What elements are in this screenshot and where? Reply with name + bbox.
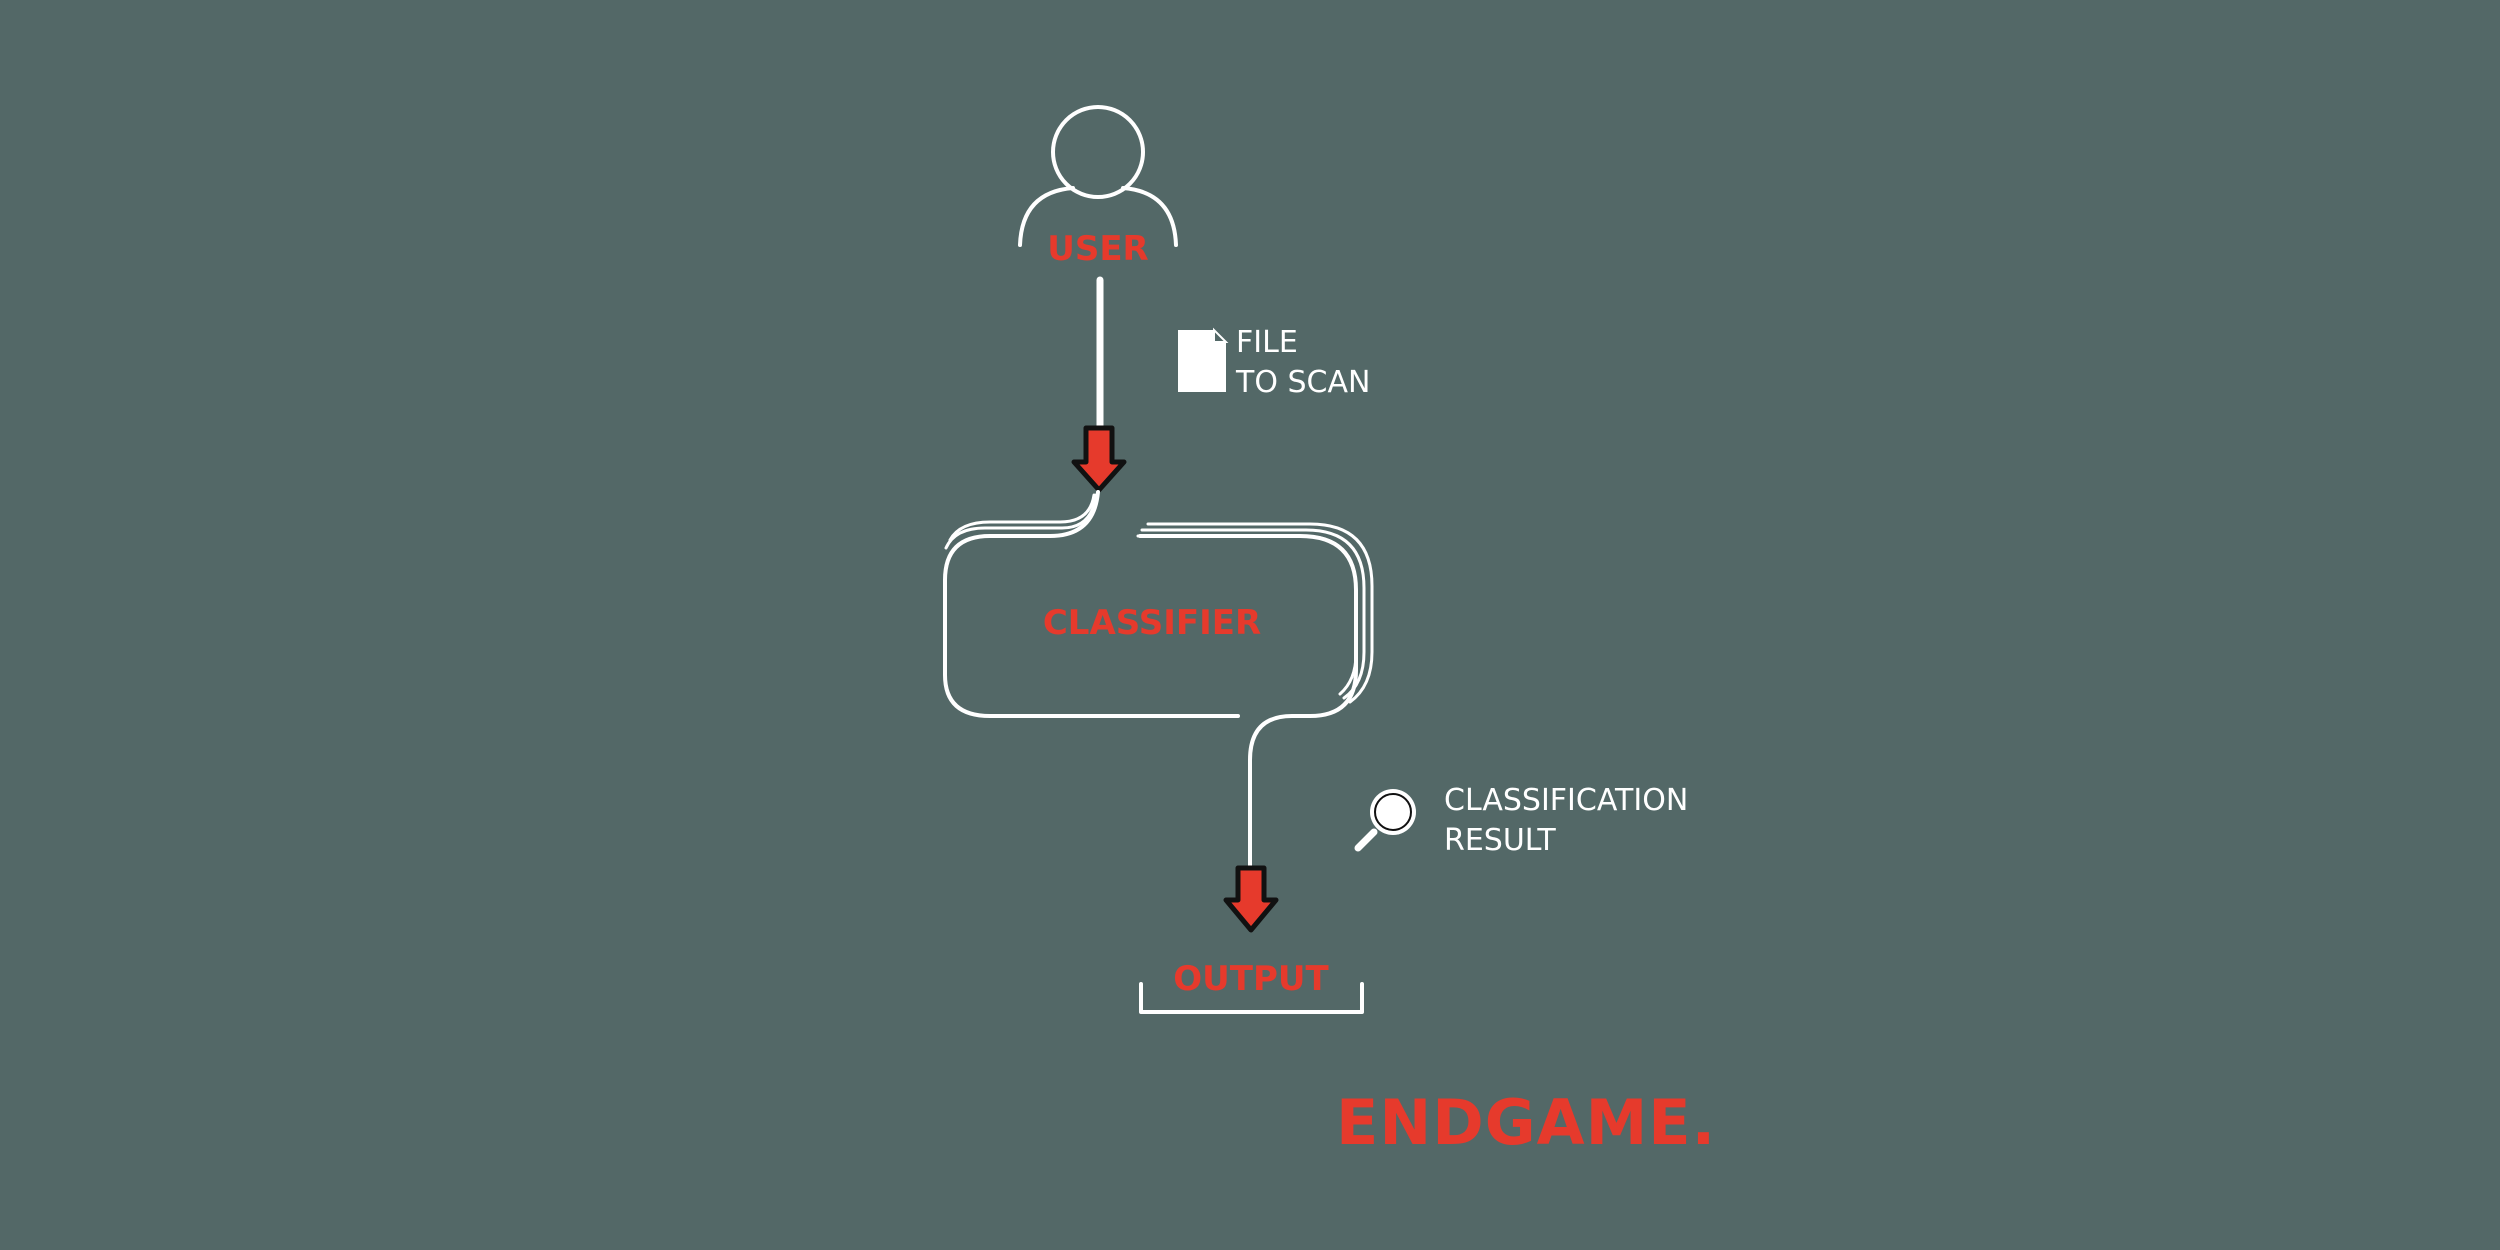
classifier-box — [943, 490, 1374, 872]
magnifier-icon — [1354, 789, 1416, 852]
user-label: USER — [1047, 229, 1149, 269]
brand-logo: ENDGAME. — [1336, 1086, 1716, 1159]
output-tray — [1139, 982, 1364, 1014]
classification-result-line2: RESULT — [1444, 823, 1556, 858]
classifier-label: CLASSIFIER — [1043, 603, 1261, 643]
user-icon — [1018, 105, 1178, 247]
arrow-down-icon — [1223, 865, 1279, 933]
output-label: OUTPUT — [1173, 959, 1329, 999]
arrow-down-icon — [1071, 425, 1127, 493]
classification-result-line1: CLASSIFICATION — [1444, 783, 1688, 818]
file-to-scan-line2: TO SCAN — [1235, 365, 1370, 400]
document-icon — [1178, 327, 1229, 392]
file-to-scan-line1: FILE — [1236, 325, 1298, 360]
